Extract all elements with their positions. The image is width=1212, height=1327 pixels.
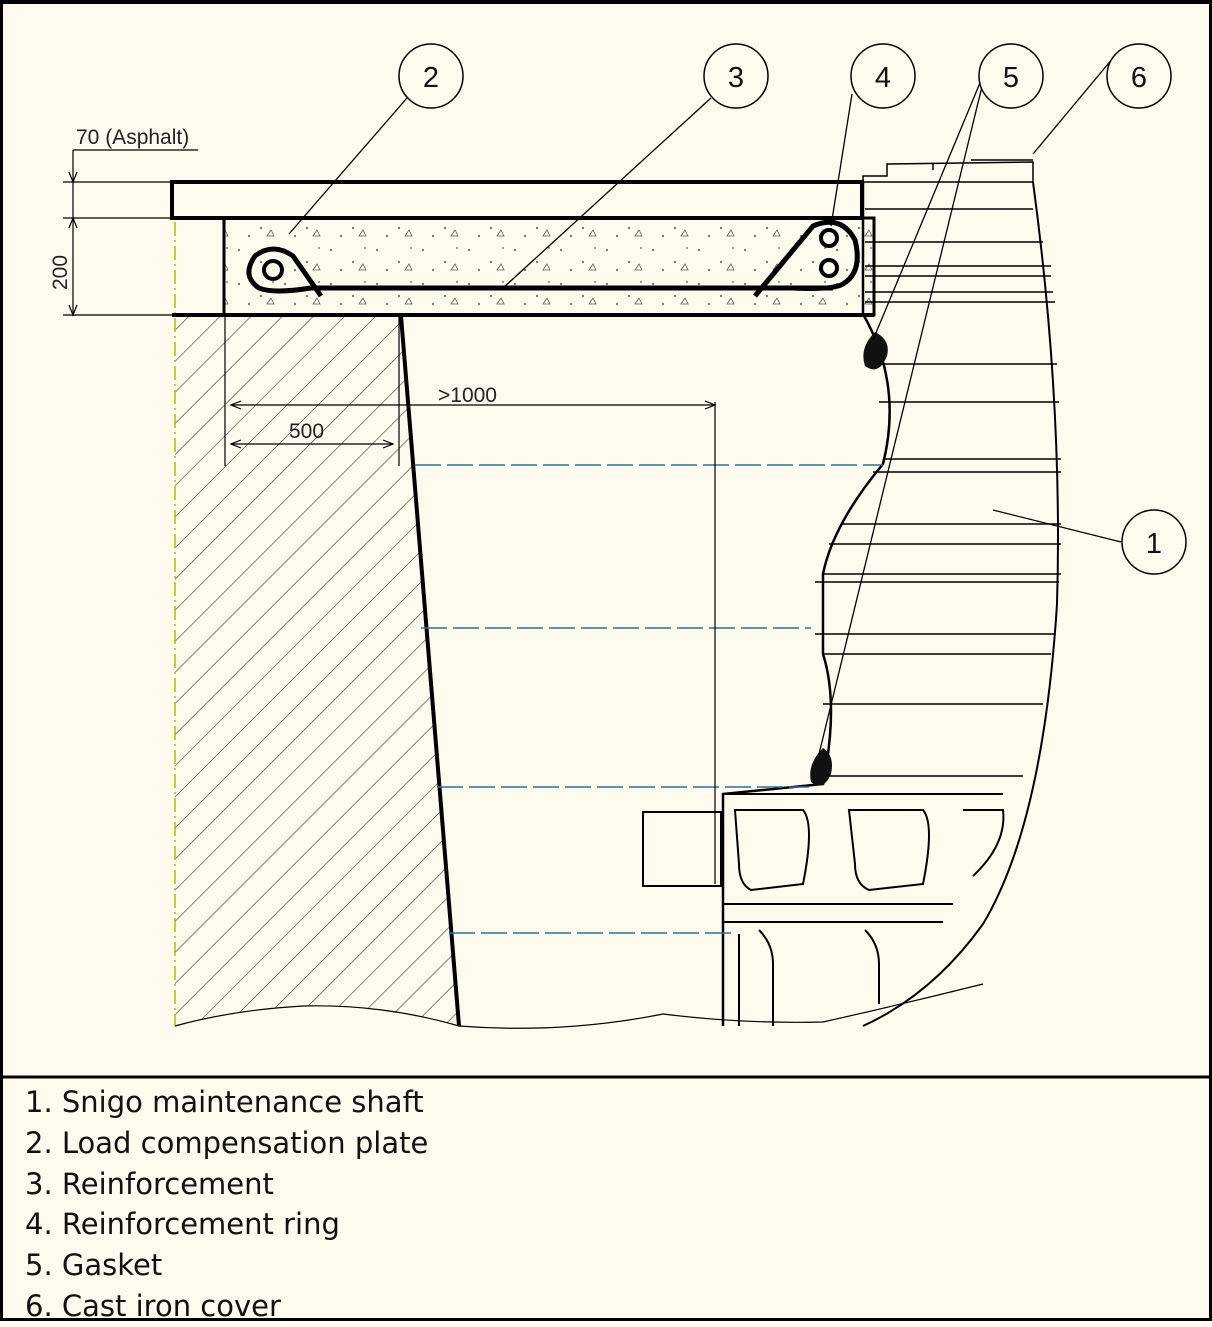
water-levels (415, 464, 883, 934)
shaft-base (642, 793, 1005, 1026)
legend-item: 2. Load compensation plate (25, 1125, 429, 1160)
cast-iron-cover (862, 159, 1034, 183)
dim-distance: >1000 (438, 384, 497, 407)
dim-plate-height: 200 (49, 255, 72, 290)
callout-1: 1 (1121, 509, 1187, 575)
dim-asphalt: 70 (Asphalt) (76, 126, 189, 149)
gasket-upper (863, 332, 888, 370)
legend-item: 6. Cast iron cover (25, 1288, 281, 1323)
excavation-wall (399, 315, 461, 1027)
soil-hatched (175, 314, 459, 1026)
callout-4: 4 (850, 43, 916, 109)
callout-5: 5 (978, 43, 1044, 109)
reinforcement-hook-left (246, 246, 324, 298)
svg-text:2: 2 (423, 62, 439, 94)
legend-item: 1. Snigo maintenance shaft (25, 1085, 424, 1119)
svg-text:5: 5 (1003, 62, 1019, 94)
dim-overhang: 500 (289, 420, 324, 443)
leader-lines (288, 57, 1122, 755)
gasket-lower (810, 748, 832, 786)
break-line (174, 983, 984, 1029)
legend-item: 4. Reinforcement ring (25, 1207, 340, 1242)
reinforcement-ring (753, 219, 860, 298)
asphalt-layer (170, 180, 864, 220)
callout-2: 2 (398, 43, 464, 109)
shaft-rings (815, 208, 1061, 777)
callout-3: 3 (703, 43, 769, 109)
legend: 1. Snigo maintenance shaft 2. Load compe… (25, 1082, 428, 1327)
svg-text:3: 3 (728, 62, 744, 94)
svg-text:1: 1 (1146, 528, 1162, 560)
legend-item: 5. Gasket (25, 1248, 163, 1283)
shaft-break-curve (862, 181, 1059, 1027)
legend-item: 3. Reinforcement (25, 1166, 274, 1201)
svg-text:4: 4 (875, 62, 891, 94)
callout-6: 6 (1106, 43, 1172, 109)
svg-text:6: 6 (1131, 62, 1147, 94)
maintenance-shaft (721, 182, 891, 1026)
technical-drawing: 70 (Asphalt) 200 500 >1000 2 3 4 (3, 43, 1212, 1079)
dimensions (63, 149, 717, 884)
